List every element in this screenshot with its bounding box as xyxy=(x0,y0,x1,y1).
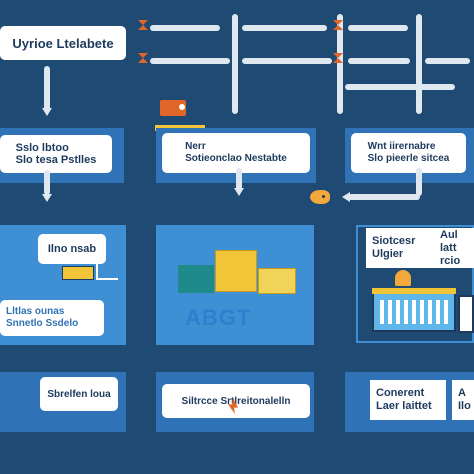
arrow-down-mid-left xyxy=(42,194,52,202)
box-mid-right-a: Siotcesr Ulgier xyxy=(366,228,434,268)
box-bottom-center: Siltrcce Srtlreitonalelln xyxy=(162,384,310,418)
connector-top-3 xyxy=(348,25,408,31)
box-top-right: Wnt iirernabre Slo pieerle sitcea xyxy=(351,133,466,173)
orange-tag-dot xyxy=(179,104,185,110)
arrow-down-left xyxy=(42,108,52,116)
connector-second-3 xyxy=(348,58,410,64)
server-side-panel xyxy=(458,295,474,333)
connector-v-left xyxy=(44,66,50,111)
server-rack-slots xyxy=(380,300,448,324)
box-bottom-left: Sbrelfen loua xyxy=(40,377,118,411)
connector-h-mid-right xyxy=(348,194,420,200)
server-rack-top xyxy=(372,288,456,294)
box-top-left: Sslo lbtoo Slo tesa Pstlles xyxy=(0,135,112,173)
chart-lines-icon xyxy=(96,262,118,280)
box-mid-right-b: Aul latt rcio xyxy=(434,228,474,268)
hourglass-icon-2 xyxy=(138,53,148,63)
orange-dome-icon xyxy=(395,270,411,286)
connector-second-2 xyxy=(242,58,332,64)
yellow-small-block-icon xyxy=(258,268,296,294)
connector-v-3 xyxy=(416,14,422,114)
connector-top-1 xyxy=(150,25,220,31)
orange-spark-icon xyxy=(228,398,238,414)
connector-v-mid-center xyxy=(236,168,242,190)
box-mid-left-small: Ilno nsab xyxy=(38,234,106,264)
arrow-left-mid-right xyxy=(342,192,350,202)
connector-second-1 xyxy=(150,58,230,64)
connector-v-2 xyxy=(337,14,343,114)
logo-text: ABGT xyxy=(185,305,252,330)
box-mid-left-wide: Lltlas ounas Snnetlo Ssdelo xyxy=(0,300,104,336)
orange-marker-eye xyxy=(322,195,325,198)
box-top-center: Nerr Sotieonclao Nestabte xyxy=(162,133,310,173)
connector-top-2 xyxy=(242,25,327,31)
connector-v-mid-left xyxy=(44,170,50,195)
yellow-chart-card xyxy=(62,266,94,280)
header-title: Uyrioe Ltelabete xyxy=(0,26,126,60)
connector-third-1 xyxy=(345,84,455,90)
connector-v-1 xyxy=(232,14,238,114)
footer-strip xyxy=(0,440,474,474)
connector-v-mid-right xyxy=(416,168,422,196)
yellow-block-icon xyxy=(215,250,257,292)
box-bottom-right-b: A Ilo xyxy=(452,380,474,420)
arrow-down-mid-center xyxy=(234,188,244,196)
hourglass-icon-1 xyxy=(138,20,148,30)
teal-block-icon xyxy=(178,265,214,293)
connector-second-4 xyxy=(425,58,470,64)
box-bottom-right-a: Conerent Laer laittet xyxy=(370,380,446,420)
orange-marker-icon xyxy=(310,190,330,204)
